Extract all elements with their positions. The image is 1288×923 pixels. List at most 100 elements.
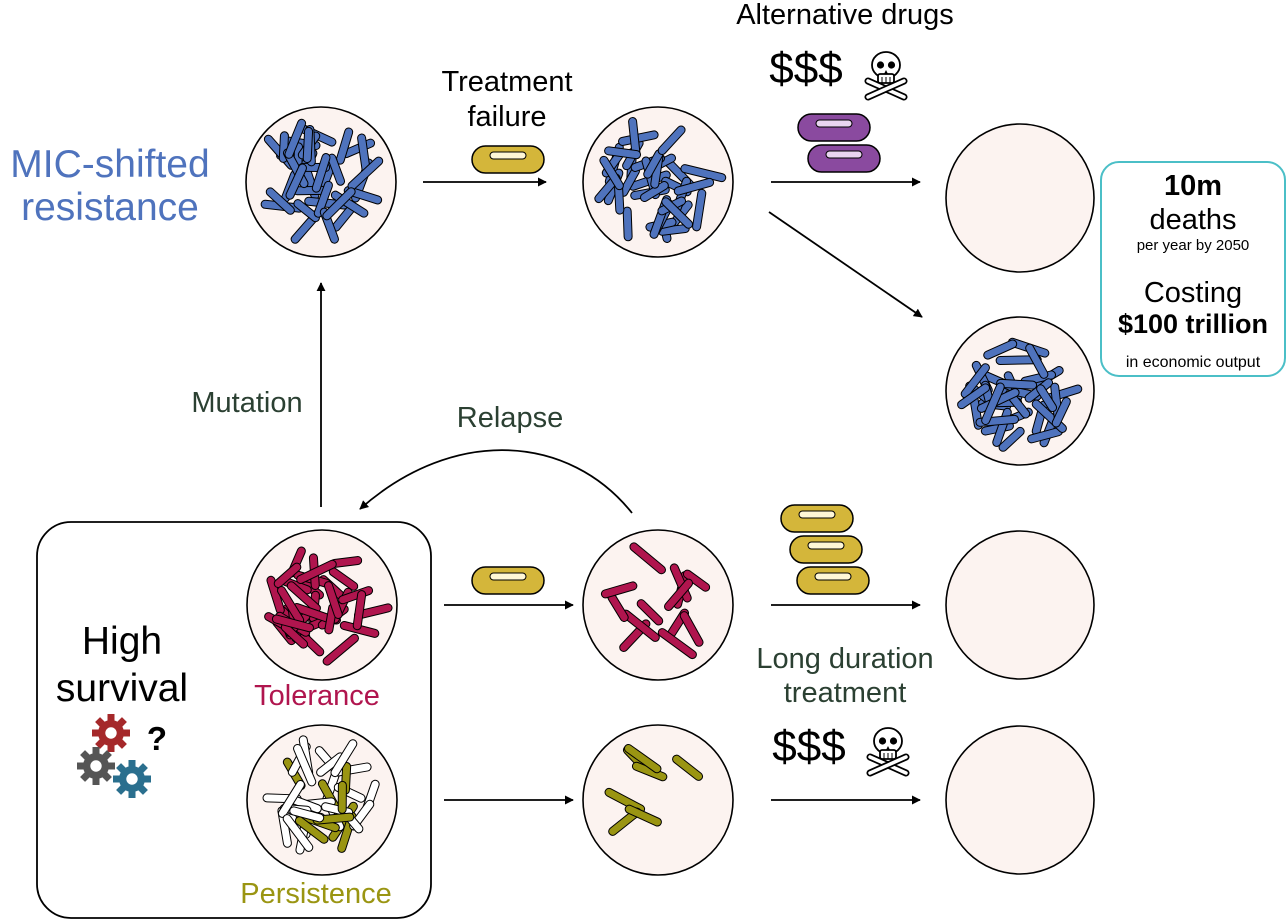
gear-icon-red — [92, 714, 130, 752]
treatment-label: Treatment — [441, 66, 572, 98]
bacterium-rod — [322, 633, 359, 666]
failure-label: failure — [468, 101, 547, 133]
impact-info-box: 10m deaths per year by 2050 Costing $100… — [1100, 161, 1286, 377]
bacterium-rod — [623, 743, 662, 774]
bacterium-rod — [679, 611, 704, 647]
gear-icon-grey — [77, 747, 115, 785]
dish-tolerance — [246, 529, 398, 681]
bacterium-rod — [629, 542, 666, 575]
bacterium-rod — [285, 163, 307, 200]
dish-persistence-after-treatment — [582, 724, 734, 876]
bacterium-rod — [1051, 397, 1071, 428]
long-duration-pills-icon — [780, 504, 870, 595]
dish-resistant-start — [245, 106, 397, 258]
bacterium-rod — [624, 804, 662, 827]
survival-label: survival — [56, 667, 188, 710]
mic-shifted-label: MIC-shifted — [10, 143, 209, 186]
bacterium-rod — [1025, 343, 1049, 379]
bacterium-rod — [636, 599, 664, 626]
cost-label-bottom: $$$ — [772, 722, 845, 771]
bacterium-rod — [282, 814, 314, 852]
long-duration-label: Long duration — [756, 643, 933, 675]
bacterium-rod — [273, 562, 302, 589]
persister-bacteria-sparse — [604, 743, 704, 836]
bacterium-rod — [673, 177, 715, 196]
dish-cleared-top — [945, 123, 1095, 273]
dish-resistant-survived — [945, 316, 1095, 466]
bacterium-rod — [294, 816, 329, 844]
bacterium-rod — [661, 197, 694, 229]
deaths-timeframe: per year by 2050 — [1137, 237, 1250, 254]
tolerant-bacteria-cluster — [264, 546, 393, 666]
skull-crossbones-icon-2 — [866, 727, 910, 777]
dish-persistence — [246, 724, 398, 876]
persistence-label: Persistence — [240, 878, 392, 910]
bacterium-rod — [663, 578, 694, 612]
costing-label: Costing — [1144, 277, 1242, 309]
bacterium-rod — [302, 126, 314, 164]
dish-cleared-tolerance — [945, 530, 1095, 680]
bacterium-rod — [265, 187, 295, 215]
bacterium-rod — [983, 339, 1018, 360]
bacterium-rod — [981, 382, 1005, 425]
high-label: High — [82, 620, 162, 663]
bacterium-rod — [996, 378, 1038, 390]
bacterium-rod — [313, 180, 333, 218]
tolerance-label: Tolerance — [254, 680, 380, 712]
bacterium-rod — [639, 181, 669, 203]
bacterium-rod — [672, 754, 704, 781]
bacterium-rod — [657, 125, 686, 156]
bacterium-rod — [311, 153, 331, 193]
arrow-top-diagonal — [768, 211, 923, 318]
gear-icon-teal — [113, 760, 151, 798]
tolerance-treatment-pill-icon — [471, 566, 545, 595]
bacterium-rod — [600, 581, 638, 599]
resistant-bacteria-cluster-2 — [594, 117, 727, 243]
bacterium-rod — [1036, 384, 1058, 413]
bacterium-rod — [692, 188, 707, 232]
alternative-drugs-label: Alternative drugs — [736, 0, 954, 31]
alternative-drug-pills-icon — [797, 113, 881, 173]
bacterium-rod — [604, 146, 642, 160]
bacterium-rod — [352, 590, 367, 631]
resistance-label: resistance — [21, 186, 199, 229]
bacterium-rod — [337, 780, 347, 814]
resistant-bacteria-cluster — [260, 118, 384, 244]
bacterium-rod — [657, 628, 697, 660]
bacterium-rod — [682, 569, 711, 592]
dish-resistant-after-treatment — [582, 106, 734, 258]
cost-label-top: $$$ — [769, 44, 842, 93]
mutation-label: Mutation — [191, 387, 302, 419]
bacterium-rod — [293, 744, 317, 787]
bacterium-rod — [271, 614, 314, 633]
persister-bacteria-cluster — [262, 735, 380, 855]
bacterium-rod — [322, 187, 356, 221]
relapse-arrow — [359, 449, 633, 514]
question-mark: ? — [147, 720, 167, 757]
tolerant-bacteria-sparse — [600, 542, 711, 660]
treatment-failure-pill-icon — [471, 145, 545, 174]
bacterium-rod — [277, 780, 305, 818]
dish-cleared-persistence — [945, 725, 1095, 875]
bacterium-rod — [599, 155, 624, 191]
bacterium-rod — [998, 426, 1025, 452]
bacterium-rod — [680, 164, 727, 183]
bacterium-rod — [957, 383, 991, 410]
bacterium-rod — [960, 363, 990, 399]
dish-tolerance-after-treatment — [582, 529, 734, 681]
bacterium-rod — [335, 127, 354, 165]
bacterium-rod — [289, 806, 325, 823]
economic-output-label: in economic output — [1126, 354, 1261, 371]
resistant-bacteria-cluster-3 — [957, 337, 1083, 452]
relapse-label: Relapse — [457, 402, 563, 434]
deaths-label: deaths — [1149, 204, 1236, 236]
cost-amount: $100 trillion — [1118, 309, 1268, 339]
bacterium-rod — [296, 559, 337, 584]
treatment-label-2: treatment — [784, 677, 907, 709]
bacterium-rod — [323, 581, 343, 619]
bacterium-rod — [293, 199, 320, 223]
bacterium-rod — [284, 118, 307, 159]
bacterium-rod — [330, 739, 358, 778]
bacterium-rod — [622, 206, 633, 242]
